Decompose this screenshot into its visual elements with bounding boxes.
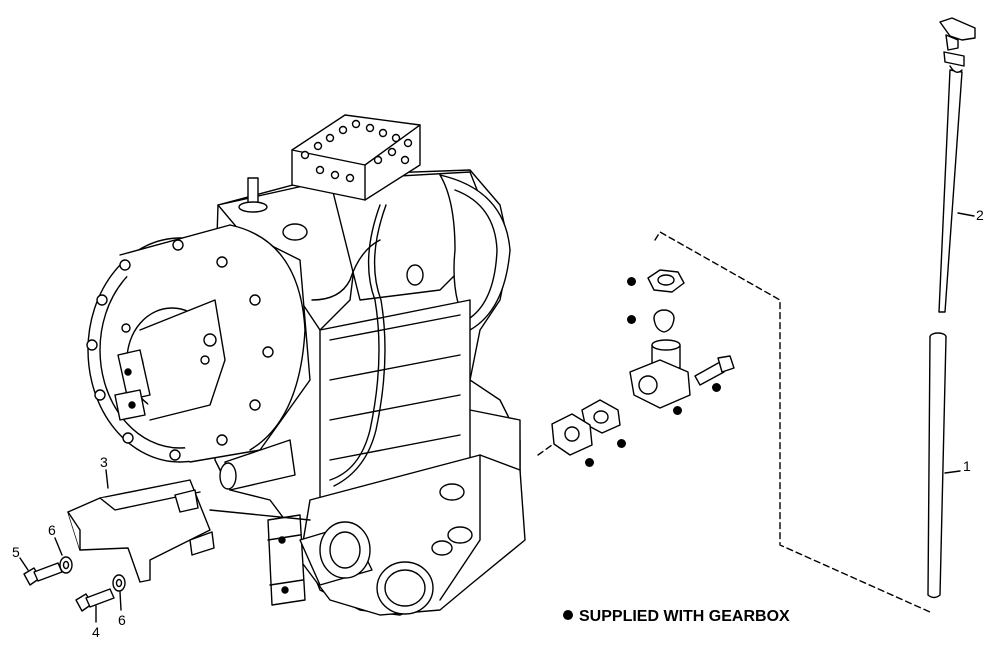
valve-bolts [300, 119, 413, 183]
supplied-bullet [673, 406, 682, 415]
supplied-bullet [627, 315, 636, 324]
callout-leaders [19, 212, 975, 623]
callout-dipstick: 2 [976, 207, 984, 223]
callout-bolt-upper: 5 [12, 544, 20, 560]
legend-text: SUPPLIED WITH GEARBOX [579, 608, 790, 625]
guard-leader-line [209, 509, 311, 521]
washer-upper [59, 556, 73, 574]
dipstick-tube [927, 332, 947, 599]
callout-washer-lower: 6 [118, 612, 126, 628]
washer-lower [112, 574, 126, 592]
bolt-lower [75, 588, 115, 612]
filler-fittings [551, 269, 735, 456]
callout-washer-upper: 6 [48, 522, 56, 538]
flange-bolts [86, 239, 274, 461]
gearbox-assembly [86, 114, 526, 616]
guard-plate [67, 479, 215, 583]
bolt-upper [23, 562, 63, 586]
assembly-dashed-line [537, 231, 931, 613]
supplied-bullet [617, 439, 626, 448]
supplied-bullet [585, 458, 594, 467]
legend-bullet-icon [563, 610, 573, 620]
callout-guard: 3 [100, 454, 108, 470]
callout-tube: 1 [963, 458, 971, 474]
supplied-bullet [712, 383, 721, 392]
dipstick [938, 17, 976, 313]
callout-bolt-lower: 4 [92, 624, 100, 640]
supplied-bullet [627, 277, 636, 286]
legend: SUPPLIED WITH GEARBOX [563, 608, 790, 626]
